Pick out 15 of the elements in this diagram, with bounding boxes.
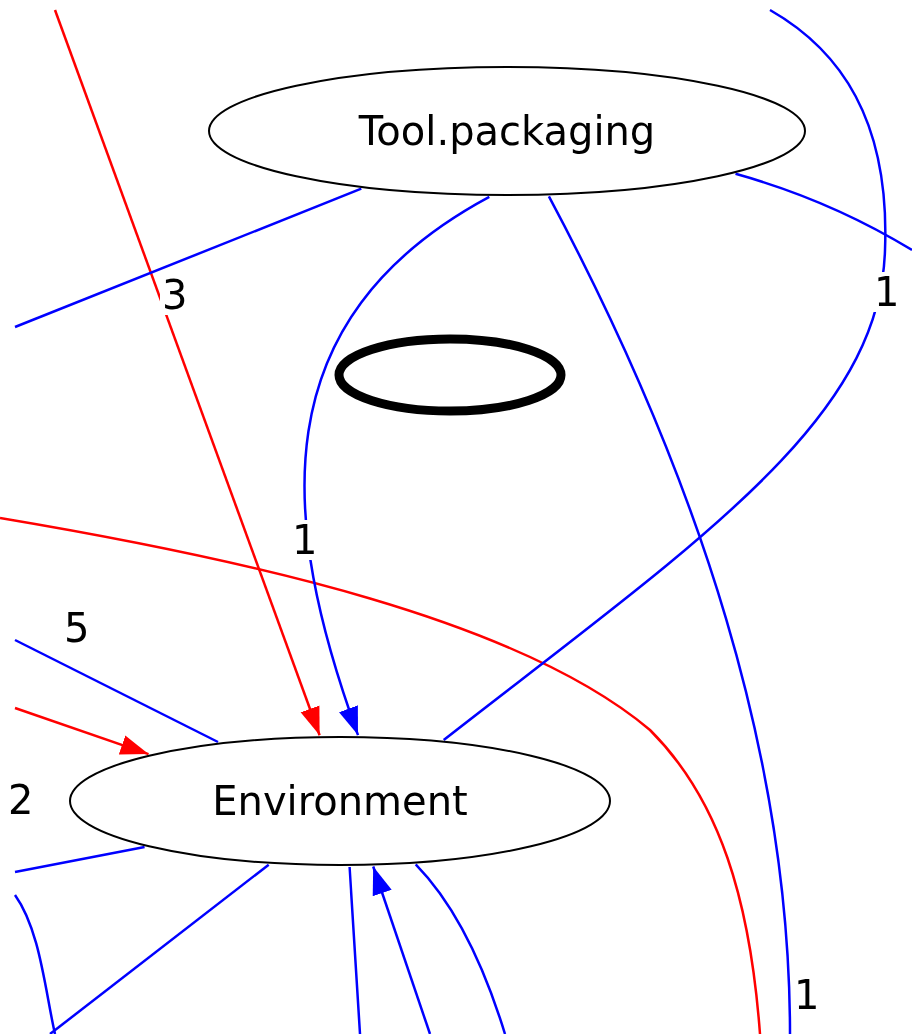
connector-line xyxy=(14,638,219,744)
connector-line xyxy=(735,172,912,252)
connector-line xyxy=(547,195,792,1034)
connector-line xyxy=(49,863,270,1034)
arrow xyxy=(303,195,490,736)
arrow xyxy=(14,706,149,756)
arrow xyxy=(372,866,432,1034)
ellipse-node: Tool.packaging xyxy=(207,65,807,197)
connector-line xyxy=(348,866,362,1034)
arrow xyxy=(53,9,321,736)
connector-line xyxy=(414,863,507,1034)
ellipse-node: Environment xyxy=(68,735,612,867)
connector-line xyxy=(14,845,145,874)
connector-line xyxy=(14,187,362,329)
connector-line xyxy=(442,8,887,741)
